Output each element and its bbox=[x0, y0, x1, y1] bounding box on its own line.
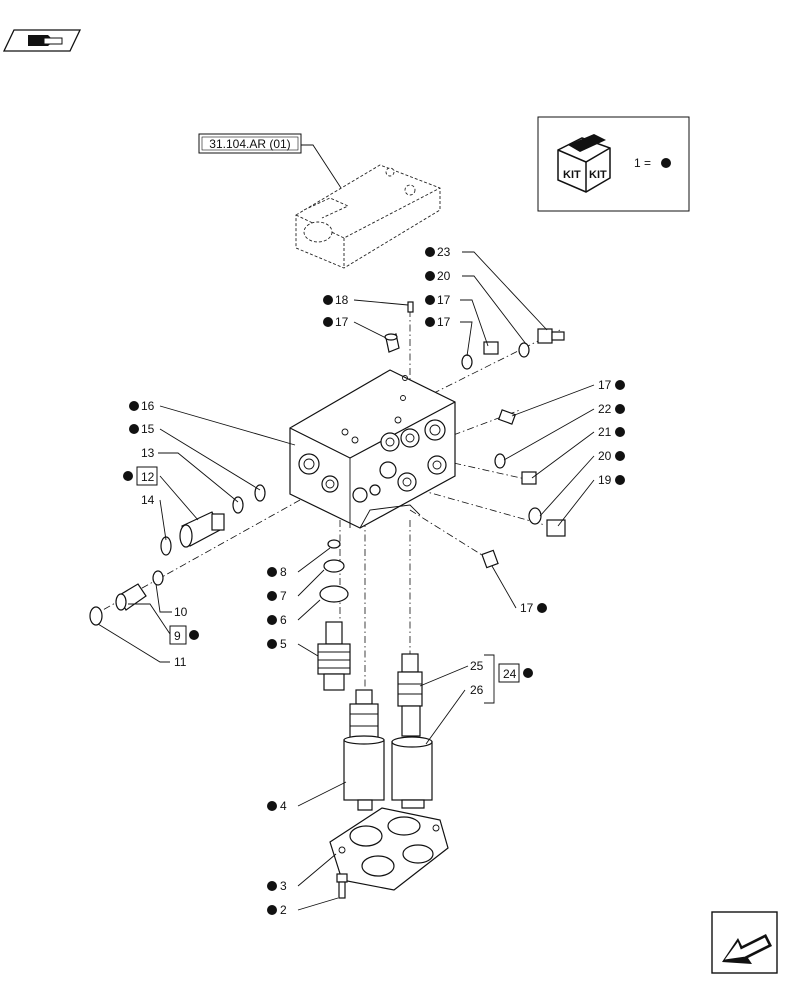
callout-14[interactable]: 14 bbox=[141, 493, 155, 507]
kit-legend-equals: 1 = bbox=[634, 156, 651, 170]
svg-text:11: 11 bbox=[174, 655, 187, 669]
callout-24[interactable]: 24 bbox=[498, 663, 533, 683]
svg-text:17: 17 bbox=[437, 293, 451, 307]
callout-11[interactable]: 11 bbox=[174, 655, 187, 669]
svg-text:8: 8 bbox=[280, 565, 287, 579]
solenoid-valve-right bbox=[391, 653, 433, 809]
reference-box[interactable]: 31.104.AR (01) bbox=[198, 133, 302, 154]
top-plug bbox=[384, 333, 400, 353]
group-bracket bbox=[484, 654, 495, 704]
kit-box-icon: KIT KIT bbox=[557, 134, 611, 193]
callout-17-top-right-b[interactable]: 17 bbox=[425, 315, 451, 329]
upper-right-fittings bbox=[461, 328, 565, 370]
callout-18[interactable]: 18 bbox=[323, 293, 349, 307]
top-screw bbox=[407, 301, 414, 313]
referenced-bracket-outline bbox=[295, 164, 441, 269]
callout-15[interactable]: 15 bbox=[129, 422, 155, 436]
kit-marker-dot bbox=[661, 158, 671, 168]
callout-17-top-left[interactable]: 17 bbox=[323, 315, 349, 329]
gasket-plate bbox=[329, 807, 449, 891]
mounting-bolt bbox=[336, 873, 348, 899]
svg-text:20: 20 bbox=[598, 449, 612, 463]
svg-text:22: 22 bbox=[598, 402, 612, 416]
callout-22[interactable]: 22 bbox=[598, 402, 625, 416]
callout-13[interactable]: 13 bbox=[141, 446, 155, 460]
callout-8[interactable]: 8 bbox=[267, 565, 287, 579]
svg-text:15: 15 bbox=[141, 422, 155, 436]
svg-text:4: 4 bbox=[280, 799, 287, 813]
callout-25[interactable]: 25 bbox=[470, 659, 484, 673]
svg-text:3: 3 bbox=[280, 879, 287, 893]
svg-text:20: 20 bbox=[437, 269, 451, 283]
callout-10[interactable]: 10 bbox=[174, 605, 188, 619]
svg-text:26: 26 bbox=[470, 683, 484, 697]
callout-9[interactable]: 9 bbox=[169, 625, 199, 645]
callout-12[interactable]: 12 bbox=[123, 466, 158, 486]
previous-page-icon[interactable] bbox=[2, 29, 82, 52]
svg-text:13: 13 bbox=[141, 446, 155, 460]
kit-label-left: KIT bbox=[563, 169, 581, 181]
next-page-icon[interactable] bbox=[711, 911, 778, 974]
callout-3[interactable]: 3 bbox=[267, 879, 287, 893]
valve-body bbox=[289, 369, 456, 529]
svg-text:5: 5 bbox=[280, 637, 287, 651]
right-fittings bbox=[481, 409, 566, 569]
svg-text:9: 9 bbox=[174, 629, 181, 643]
callout-6[interactable]: 6 bbox=[267, 613, 287, 627]
svg-text:23: 23 bbox=[437, 245, 451, 259]
svg-text:18: 18 bbox=[335, 293, 349, 307]
svg-text:17: 17 bbox=[598, 378, 612, 392]
callout-5[interactable]: 5 bbox=[267, 637, 287, 651]
callout-17-top-right-a[interactable]: 17 bbox=[425, 293, 451, 307]
svg-text:19: 19 bbox=[598, 473, 612, 487]
kit-label-right: KIT bbox=[589, 169, 607, 181]
callout-2[interactable]: 2 bbox=[267, 903, 287, 917]
svg-text:24: 24 bbox=[503, 667, 517, 681]
callout-17-lower[interactable]: 17 bbox=[520, 601, 547, 615]
callout-7[interactable]: 7 bbox=[267, 589, 287, 603]
svg-text:17: 17 bbox=[335, 315, 349, 329]
cartridge-valve bbox=[317, 621, 351, 691]
kit-legend: KIT KIT 1 = bbox=[537, 116, 690, 212]
callout-21[interactable]: 21 bbox=[598, 425, 625, 439]
svg-text:25: 25 bbox=[470, 659, 484, 673]
svg-text:16: 16 bbox=[141, 399, 155, 413]
reference-leader bbox=[301, 144, 342, 189]
svg-text:2: 2 bbox=[280, 903, 287, 917]
svg-text:12: 12 bbox=[141, 470, 155, 484]
svg-text:6: 6 bbox=[280, 613, 287, 627]
leader-lines bbox=[97, 251, 595, 911]
reference-code: 31.104.AR (01) bbox=[209, 137, 290, 151]
callout-17-right-top[interactable]: 17 bbox=[598, 378, 625, 392]
callout-19[interactable]: 19 bbox=[598, 473, 625, 487]
callout-4[interactable]: 4 bbox=[267, 799, 287, 813]
callout-23[interactable]: 23 bbox=[425, 245, 451, 259]
left-fittings bbox=[89, 484, 266, 626]
o-ring-stack bbox=[319, 539, 349, 603]
callout-26[interactable]: 26 bbox=[470, 683, 484, 697]
svg-text:14: 14 bbox=[141, 493, 155, 507]
svg-text:7: 7 bbox=[280, 589, 287, 603]
callout-20-upper[interactable]: 20 bbox=[425, 269, 451, 283]
svg-text:17: 17 bbox=[437, 315, 451, 329]
callout-20-lower[interactable]: 20 bbox=[598, 449, 625, 463]
svg-text:10: 10 bbox=[174, 605, 188, 619]
callout-16[interactable]: 16 bbox=[129, 399, 155, 413]
solenoid-valve-left bbox=[343, 689, 385, 811]
svg-text:17: 17 bbox=[520, 601, 534, 615]
svg-text:21: 21 bbox=[598, 425, 612, 439]
